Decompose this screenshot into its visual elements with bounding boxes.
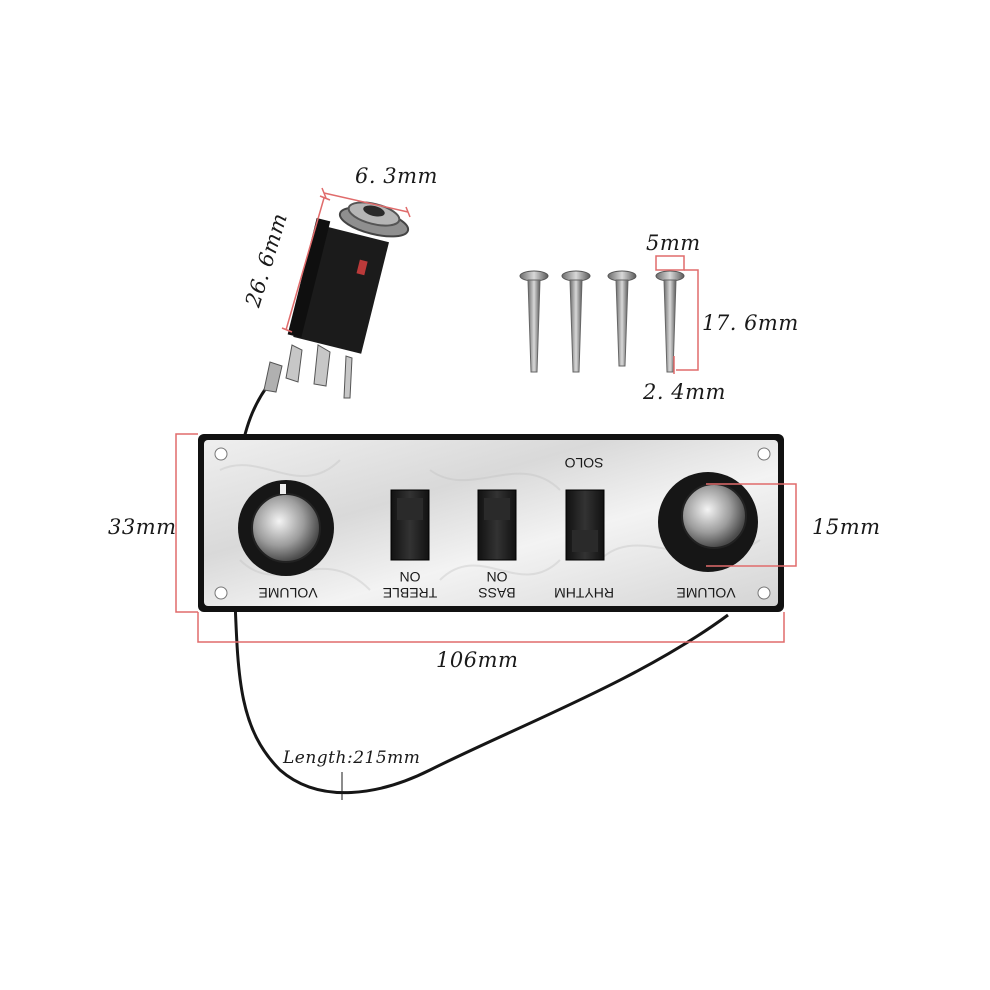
bass-switch[interactable]: [477, 489, 517, 561]
solo-label: SOLO: [564, 455, 603, 471]
treble-label: TREBLE: [383, 585, 437, 601]
mount-hole-bottom-right: [757, 586, 771, 600]
rhythm-label: RHYTHM: [554, 585, 614, 601]
volume-knob-left[interactable]: [238, 480, 334, 576]
screw-dimension-lines: [655, 255, 699, 374]
mount-hole-top-left: [214, 447, 228, 461]
screw-length-label: 17. 6mm: [702, 311, 799, 335]
mounting-screws: [519, 270, 685, 373]
cable-length-label: Length:215mm: [283, 748, 421, 768]
mount-hole-bottom-left: [214, 586, 228, 600]
panel-dimension-lines: [175, 433, 797, 643]
screw: [607, 270, 637, 367]
screw: [655, 270, 685, 373]
bass-label: BASS: [478, 585, 515, 601]
jack-diameter-label: 6. 3mm: [355, 164, 438, 188]
screw: [561, 270, 591, 373]
bass-on-label: ON: [487, 569, 508, 585]
knob-diameter-label: 15mm: [812, 515, 881, 539]
output-jack: [263, 201, 410, 399]
treble-switch[interactable]: [390, 489, 430, 561]
volume-knob-right[interactable]: [658, 472, 758, 572]
screw: [519, 270, 549, 373]
panel-width-label: 106mm: [436, 648, 519, 672]
screw-head-label: 5mm: [646, 231, 701, 255]
rhythm-solo-switch[interactable]: [565, 489, 605, 561]
screw-shaft-label: 2. 4mm: [643, 380, 726, 404]
jack-dimension-lines: [281, 187, 411, 333]
mount-hole-top-right: [757, 447, 771, 461]
volume-right-label: VOLUME: [676, 585, 735, 601]
treble-on-label: ON: [400, 569, 421, 585]
volume-left-label: VOLUME: [258, 585, 317, 601]
panel-height-label: 33mm: [108, 515, 177, 539]
control-panel: SOLO VOLUME TREBLE ON BASS ON RHYTHM VOL…: [198, 434, 784, 612]
